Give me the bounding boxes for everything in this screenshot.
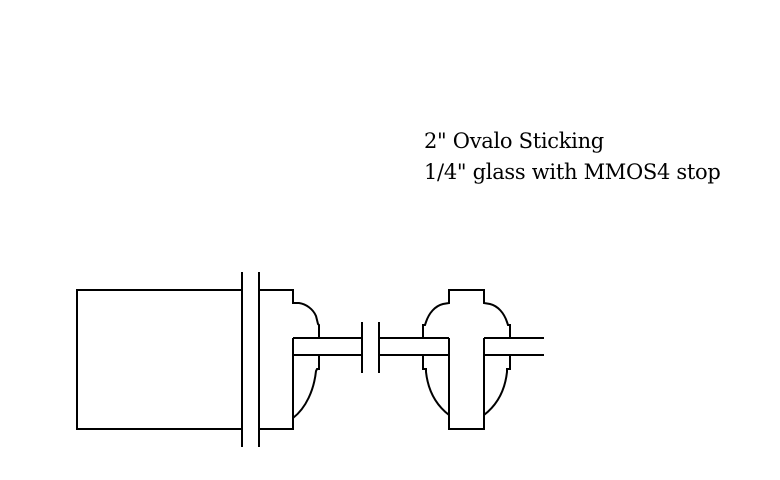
mullion-ovalo-lower-left [422, 355, 450, 416]
stile-ovalo-lower [292, 355, 320, 419]
drawing-caption: 2" Ovalo Sticking 1/4" glass with MMOS4 … [424, 126, 721, 188]
caption-line-profile: 2" Ovalo Sticking [424, 129, 604, 153]
stile-profile [259, 289, 320, 338]
stile-glass-rabbet [259, 338, 294, 430]
caption-line-glass: 1/4" glass with MMOS4 stop [424, 160, 721, 184]
rail-block [76, 289, 242, 430]
mullion-body [448, 338, 485, 430]
mullion-tenon-top [422, 289, 511, 338]
mullion-ovalo-lower-right [483, 355, 511, 416]
